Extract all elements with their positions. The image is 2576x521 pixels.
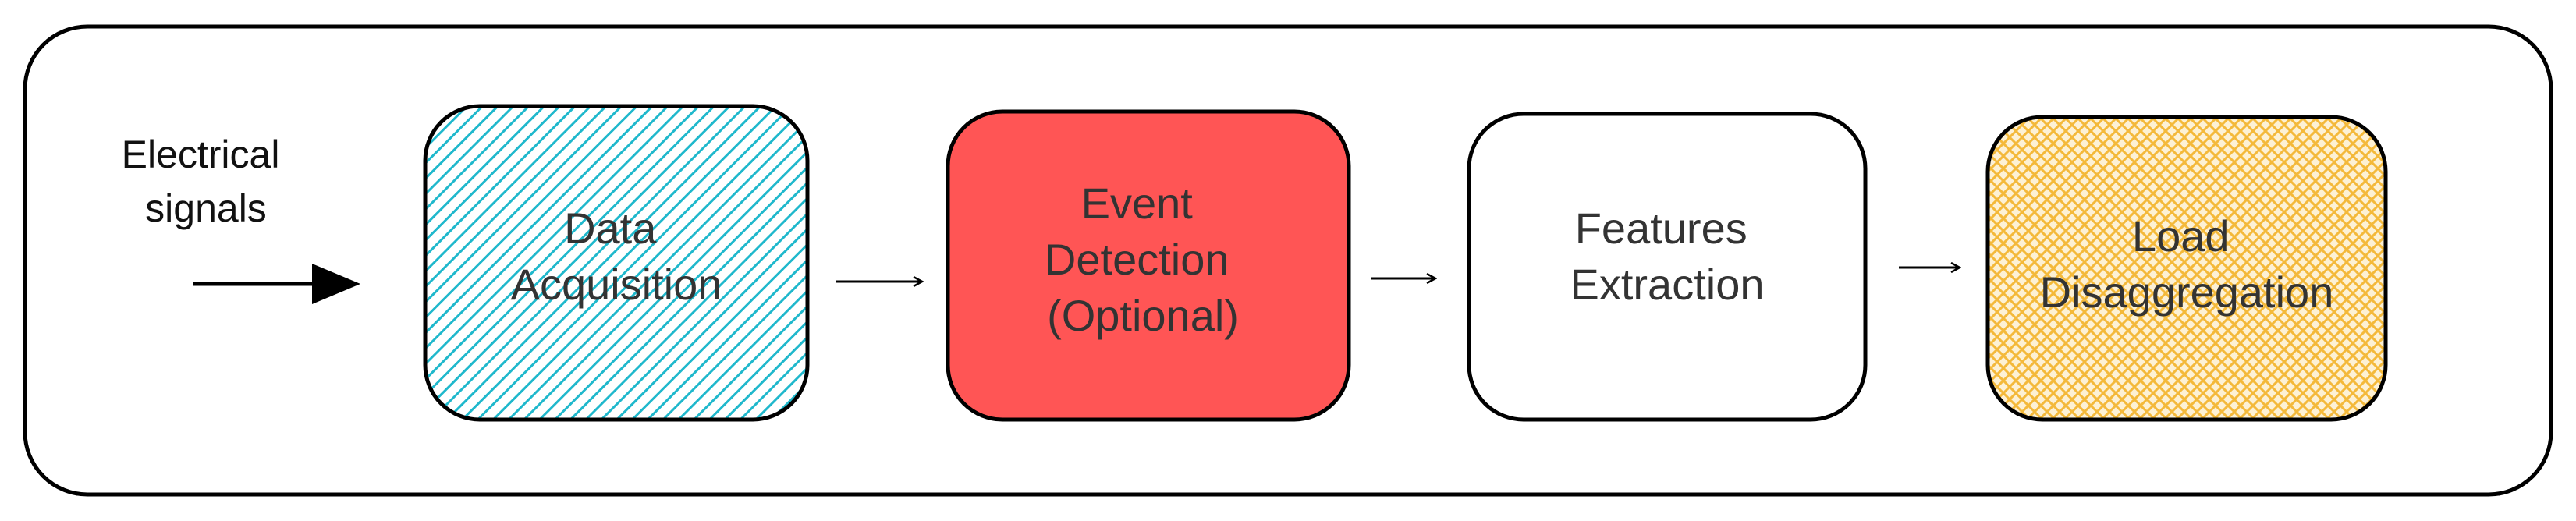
- step-label-event-detection: Event Detection (Optional): [1045, 179, 1241, 340]
- input-label-line-2: signals: [145, 186, 267, 230]
- step-box-data-acquisition: [423, 104, 810, 422]
- step-label-line: Features: [1575, 204, 1747, 253]
- input-arrow: [193, 264, 360, 304]
- step-label-features-extraction: Features Extraction: [1570, 204, 1765, 309]
- input-label: Electrical signals: [122, 133, 291, 230]
- step-load-disaggregation: Load Disaggregation: [1985, 115, 2388, 422]
- step-data-acquisition: Data Acquisition: [423, 104, 810, 422]
- step-label-line: Detection: [1045, 235, 1229, 284]
- step-box-event-detection: [946, 109, 1351, 422]
- step-label-line: Load: [2132, 211, 2230, 260]
- step-box-load-disaggregation: [1985, 115, 2388, 422]
- step-label-line: Extraction: [1570, 260, 1765, 309]
- step-label-load-disaggregation: Load Disaggregation: [2040, 211, 2334, 317]
- step-event-detection: Event Detection (Optional): [946, 109, 1351, 422]
- step-features-extraction: Features Extraction: [1467, 112, 1868, 422]
- step-label-line: Disaggregation: [2040, 268, 2334, 317]
- step-label-line: Data: [564, 204, 657, 253]
- step-label-line: (Optional): [1047, 291, 1239, 340]
- step-label-line: Acquisition: [511, 260, 722, 309]
- input-label-line-1: Electrical: [122, 133, 280, 176]
- step-label-line: Event: [1081, 179, 1194, 228]
- step-box-features-extraction: [1467, 112, 1868, 422]
- step-label-data-acquisition: Data Acquisition: [511, 204, 722, 309]
